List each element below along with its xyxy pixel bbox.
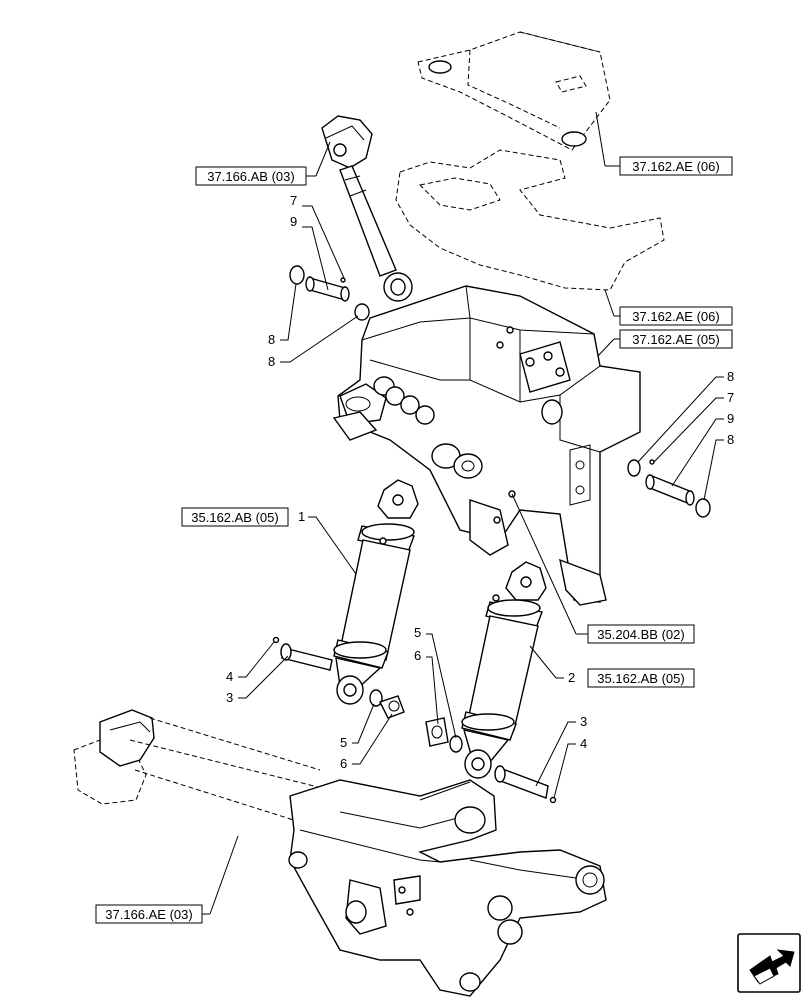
lower-left-pin-group <box>272 636 405 719</box>
ref-label-7: 35.162.AB (05) <box>597 671 684 686</box>
callout-5-left: 5 <box>340 735 347 750</box>
next-page-arrow-icon[interactable] <box>737 933 801 993</box>
ref-label-3: 37.162.AE (06) <box>632 309 719 324</box>
lift-cylinder-left <box>333 479 419 705</box>
right-pin-group <box>627 459 711 518</box>
callout-7-upper: 7 <box>290 193 297 208</box>
callout-8-right-a: 8 <box>727 369 734 384</box>
main-bracket <box>332 285 641 606</box>
top-plate-phantom <box>417 31 611 151</box>
upper-link-rod <box>321 115 413 302</box>
callout-3-left: 3 <box>226 690 233 705</box>
callout-9-right: 9 <box>727 411 734 426</box>
upper-left-pin-group <box>289 265 370 321</box>
callout-8-upper-a: 8 <box>268 332 275 347</box>
lower-link-assembly <box>73 709 607 997</box>
mid-plate-phantom <box>395 149 665 291</box>
ref-label-4: 37.162.AE (05) <box>632 332 719 347</box>
callout-6-left: 6 <box>340 756 347 771</box>
ref-label-2: 37.166.AB (03) <box>207 169 294 184</box>
ref-label-6: 35.204.BB (02) <box>597 627 684 642</box>
lift-cylinder-right <box>461 561 547 779</box>
callout-8-right-b: 8 <box>727 432 734 447</box>
ref-label-5: 35.162.AB (05) <box>191 510 278 525</box>
item-callouts: 7 9 8 8 8 7 9 8 1 2 4 3 5 6 5 6 <box>226 193 734 799</box>
callout-7-right: 7 <box>727 390 734 405</box>
callout-8-upper-b: 8 <box>268 354 275 369</box>
callout-9-upper: 9 <box>290 214 297 229</box>
callout-3-right: 3 <box>580 714 587 729</box>
lower-right-pin-group <box>425 717 557 804</box>
ref-label-8: 37.166.AE (03) <box>105 907 192 922</box>
callout-2: 2 <box>568 670 575 685</box>
callout-4-right: 4 <box>580 736 587 751</box>
ref-label-1: 37.162.AE (06) <box>632 159 719 174</box>
reference-labels: 37.162.AE (06) 37.166.AB (03) 37.162.AE … <box>95 111 733 924</box>
callout-5-right: 5 <box>414 625 421 640</box>
callout-1: 1 <box>298 509 305 524</box>
callout-4-left: 4 <box>226 669 233 684</box>
callout-6-right: 6 <box>414 648 421 663</box>
